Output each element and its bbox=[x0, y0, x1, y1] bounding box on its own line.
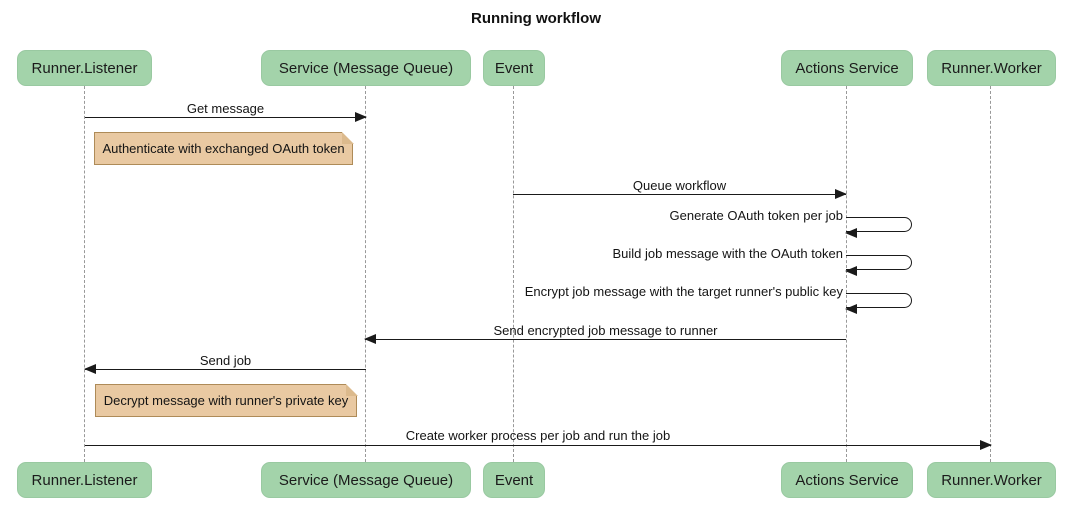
message-arrow-queue-workflow bbox=[513, 189, 847, 199]
lifeline-runner-listener bbox=[84, 86, 85, 462]
message-label-queue-workflow: Queue workflow bbox=[632, 178, 727, 193]
actor-top-runner-worker: Runner.Worker bbox=[927, 50, 1056, 86]
actor-bottom-service-message-queue: Service (Message Queue) bbox=[261, 462, 471, 498]
actor-top-event: Event bbox=[483, 50, 545, 86]
self-loop-build-job-message bbox=[845, 255, 912, 276]
arrowhead-right-icon bbox=[355, 112, 367, 122]
arrowhead-left-icon bbox=[845, 266, 857, 276]
message-label-get-message: Get message bbox=[186, 101, 265, 116]
diagram-title: Running workflow bbox=[471, 10, 601, 27]
message-label-build-job-message: Build job message with the OAuth token bbox=[612, 246, 843, 261]
note-authenticate: Authenticate with exchanged OAuth token bbox=[94, 131, 354, 165]
arrowhead-left-icon bbox=[364, 334, 376, 344]
actor-bottom-actions-service: Actions Service bbox=[781, 462, 913, 498]
lifeline-service-message-queue bbox=[365, 86, 366, 462]
actor-bottom-runner-worker: Runner.Worker bbox=[927, 462, 1056, 498]
note-fold-icon bbox=[341, 131, 354, 144]
actor-top-actions-service: Actions Service bbox=[781, 50, 913, 86]
note-text: Authenticate with exchanged OAuth token bbox=[102, 141, 345, 156]
note-decrypt: Decrypt message with runner's private ke… bbox=[95, 383, 358, 417]
note-text: Decrypt message with runner's private ke… bbox=[103, 393, 349, 408]
message-arrow-create-worker-process bbox=[85, 440, 992, 450]
self-loop-generate-oauth-token bbox=[845, 217, 912, 238]
actor-bottom-event: Event bbox=[483, 462, 545, 498]
arrowhead-right-icon bbox=[980, 440, 992, 450]
actor-top-service-message-queue: Service (Message Queue) bbox=[261, 50, 471, 86]
lifeline-event bbox=[513, 86, 514, 462]
message-arrow-get-message bbox=[85, 112, 367, 122]
message-label-create-worker-process: Create worker process per job and run th… bbox=[405, 428, 671, 443]
message-arrow-send-encrypted-job bbox=[364, 334, 846, 344]
actor-bottom-runner-listener: Runner.Listener bbox=[17, 462, 152, 498]
message-label-generate-oauth-token: Generate OAuth token per job bbox=[669, 208, 843, 223]
arrowhead-left-icon bbox=[845, 228, 857, 238]
actor-top-runner-listener: Runner.Listener bbox=[17, 50, 152, 86]
message-label-send-job: Send job bbox=[199, 353, 252, 368]
message-arrow-send-job bbox=[84, 364, 366, 374]
message-label-encrypt-job-message: Encrypt job message with the target runn… bbox=[524, 284, 843, 299]
lifeline-runner-worker bbox=[990, 86, 991, 462]
self-loop-encrypt-job-message bbox=[845, 293, 912, 314]
note-fold-icon bbox=[345, 383, 358, 396]
arrowhead-left-icon bbox=[84, 364, 96, 374]
arrowhead-left-icon bbox=[845, 304, 857, 314]
message-label-send-encrypted-job: Send encrypted job message to runner bbox=[493, 323, 718, 338]
arrowhead-right-icon bbox=[835, 189, 847, 199]
